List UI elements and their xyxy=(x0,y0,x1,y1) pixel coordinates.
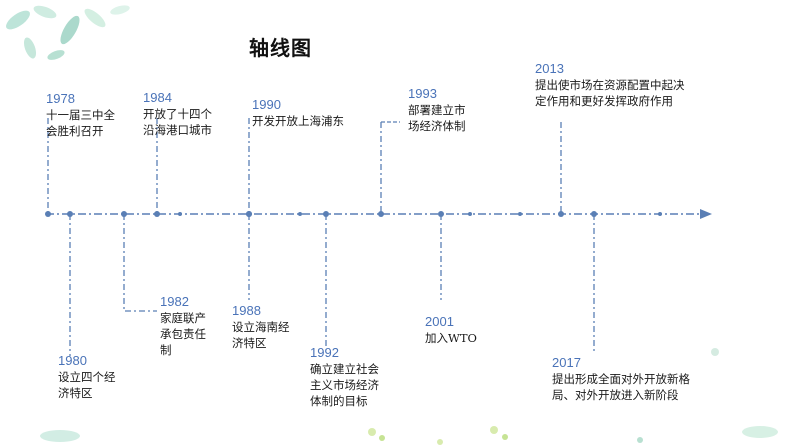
event-1990: 1990 开发开放上海浦东 xyxy=(252,97,344,129)
tick-dot xyxy=(246,211,252,217)
event-text: 提出形成全面对外开放新格 局、对外开放进入新阶段 xyxy=(552,372,690,402)
event-1984: 1984 开放了十四个 沿海港口城市 xyxy=(143,90,212,138)
event-year: 2017 xyxy=(552,355,581,370)
event-1988: 1988 设立海南经 济特区 xyxy=(232,303,290,351)
event-1978: 1978 十一届三中全 会胜利召开 xyxy=(46,91,115,139)
event-text: 十一届三中全 会胜利召开 xyxy=(46,108,115,138)
tick-dot xyxy=(67,211,73,217)
connector-below xyxy=(123,214,157,312)
event-2017: 2017 提出形成全面对外开放新格 局、对外开放进入新阶段 xyxy=(552,355,690,403)
event-year: 1990 xyxy=(252,97,281,112)
tick-dot xyxy=(518,212,522,216)
event-year: 2013 xyxy=(535,61,564,76)
tick-dot xyxy=(154,211,160,217)
event-year: 2001 xyxy=(425,314,454,329)
event-year: 1980 xyxy=(58,353,87,368)
tick-dot xyxy=(468,212,472,216)
event-2001: 2001 加入WTO xyxy=(425,314,477,346)
tick-dot xyxy=(658,212,662,216)
page-title: 轴线图 xyxy=(249,36,312,60)
tick-dot xyxy=(378,211,384,217)
event-text: 提出使市场在资源配置中起决 定作用和更好发挥政府作用 xyxy=(535,78,685,108)
tick-dot xyxy=(323,211,329,217)
event-year: 1993 xyxy=(408,86,437,101)
event-year: 1992 xyxy=(310,345,339,360)
event-year: 1984 xyxy=(143,90,172,105)
event-year: 1978 xyxy=(46,91,75,106)
event-text: 设立海南经 济特区 xyxy=(232,320,290,350)
event-year: 1988 xyxy=(232,303,261,318)
event-text: 部署建立市 场经济体制 xyxy=(408,103,466,133)
event-text: 开放了十四个 沿海港口城市 xyxy=(143,107,212,137)
tick-dot xyxy=(558,211,564,217)
event-text: 开发开放上海浦东 xyxy=(252,114,344,128)
axis-arrow xyxy=(700,209,712,219)
tick-dot xyxy=(438,211,444,217)
tick-dot xyxy=(45,211,51,217)
event-1980: 1980 设立四个经 济特区 xyxy=(58,353,116,401)
event-1982: 1982 家庭联产 承包责任 制 xyxy=(160,294,206,358)
event-text: 家庭联产 承包责任 制 xyxy=(160,311,206,357)
event-text: 加入WTO xyxy=(425,331,477,345)
event-text: 确立建立社会 主义市场经济 体制的目标 xyxy=(310,362,379,408)
tick-dot xyxy=(298,212,302,216)
event-1992: 1992 确立建立社会 主义市场经济 体制的目标 xyxy=(310,345,379,409)
event-2013: 2013 提出使市场在资源配置中起决 定作用和更好发挥政府作用 xyxy=(535,61,685,109)
event-year: 1982 xyxy=(160,294,189,309)
tick-dot xyxy=(591,211,597,217)
event-text: 设立四个经 济特区 xyxy=(58,370,116,400)
event-1993: 1993 部署建立市 场经济体制 xyxy=(408,86,466,134)
tick-dot xyxy=(178,212,182,216)
